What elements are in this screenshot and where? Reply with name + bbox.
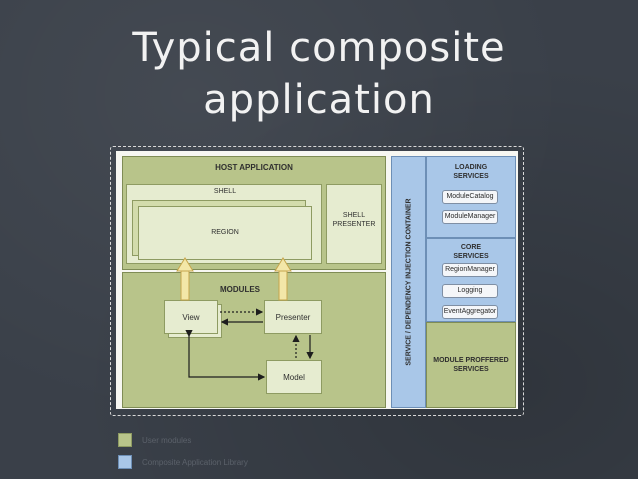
module-proffered-services-box (426, 322, 516, 408)
slide-title-line-2: application (203, 77, 435, 123)
presenter-label: Presenter (275, 313, 311, 322)
host-application-label: HOST APPLICATION (215, 163, 293, 172)
shell-presenter-label-line-1: SHELL (342, 212, 366, 219)
legend-label-user-modules: User modules (142, 436, 192, 445)
presenter-box (264, 300, 322, 334)
module-proffered-line-2: SERVICES (453, 366, 489, 373)
diagram-frame (110, 146, 524, 416)
shell-label: SHELL (213, 188, 237, 195)
model-label: Model (283, 373, 305, 382)
modules-label: MODULES (220, 285, 260, 294)
view-box (164, 300, 218, 334)
logging-pill: Logging (442, 284, 498, 298)
legend-swatch-user-modules (118, 433, 132, 447)
core-services-line-2: SERVICES (453, 253, 489, 260)
shell-presenter-box (326, 184, 382, 264)
legend-swatch-composite-library (118, 455, 132, 469)
view-model-arrow (185, 330, 266, 381)
module-proffered-services-label: MODULE PROFFERED SERVICES (426, 356, 516, 374)
core-services-label: CORE SERVICES (426, 243, 516, 261)
shell-presenter-label: SHELL PRESENTER (326, 211, 382, 229)
module-manager-pill: ModuleManager (442, 210, 498, 224)
loading-services-line-1: LOADING (454, 164, 488, 171)
region-label: REGION (211, 229, 239, 236)
model-box (266, 360, 322, 394)
slide-title: Typical composite application (0, 22, 638, 126)
view-to-region-arrow (176, 257, 194, 301)
view-label: View (182, 313, 200, 322)
slide-title-line-1: Typical composite (132, 25, 506, 71)
module-proffered-line-1: MODULE PROFFERED (433, 357, 509, 364)
container-strip (391, 156, 426, 408)
event-aggregator-pill: EventAggregator (442, 305, 498, 319)
core-services-line-1: CORE (460, 244, 482, 251)
loading-services-label: LOADING SERVICES (426, 163, 516, 181)
module-catalog-pill: ModuleCatalog (442, 190, 498, 204)
region-box (138, 206, 312, 260)
legend-label-composite-library: Composite Application Library (142, 458, 248, 467)
region-manager-pill: RegionManager (442, 263, 498, 277)
shell-presenter-label-line-2: PRESENTER (332, 221, 376, 228)
loading-services-line-2: SERVICES (453, 173, 489, 180)
presenter-to-region-arrow (274, 257, 292, 301)
